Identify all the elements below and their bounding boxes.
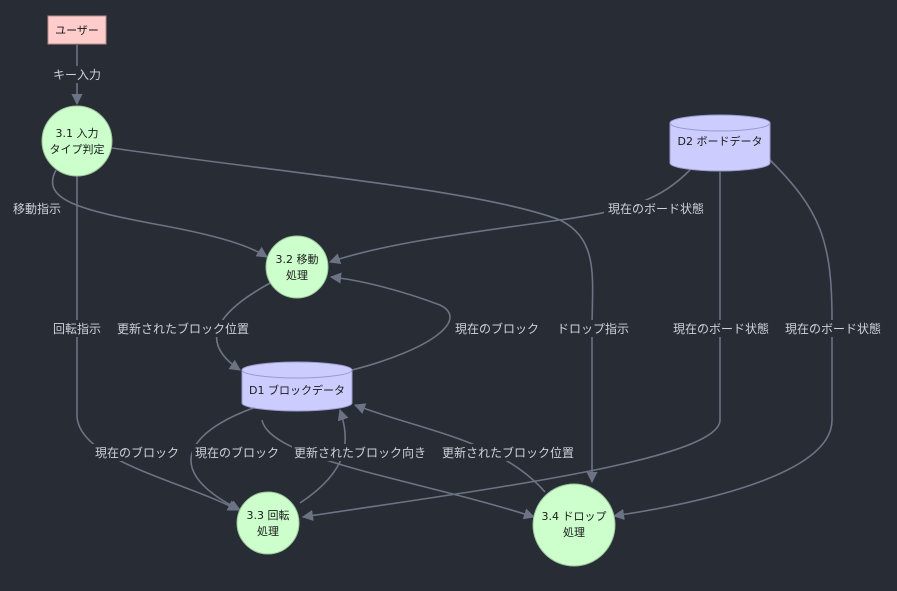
process-3-4[interactable]: 3.4 ドロップ 処理 (532, 483, 616, 567)
edge-label-bg-current-block-3 (192, 444, 282, 461)
process-3-4-label-line2: 処理 (563, 526, 585, 539)
process-3-4-circle (532, 483, 616, 567)
process-3-2-label-line1: 3.2 移動 (276, 252, 319, 266)
edge-label-bg-updated-block-direction (292, 444, 428, 461)
data-store-d1-body (241, 370, 353, 412)
edge-label-current-board-state-1: 現在のボード状態 (608, 201, 704, 216)
process-3-2[interactable]: 3.2 移動 処理 (265, 235, 329, 299)
edge-label-updated-block-position-2: 更新されたブロック位置 (442, 445, 574, 460)
edge-label-updated-block-position-1: 更新されたブロック位置 (117, 321, 249, 336)
edge-label-bg-drop-instruction (555, 320, 631, 337)
edge-label-bg-current-board-state-1 (604, 200, 708, 217)
process-3-3[interactable]: 3.3 回転 処理 (236, 491, 300, 555)
edge-label-bg-current-block-1 (452, 320, 542, 337)
edge-label-bg-updated-block-position-2 (440, 444, 576, 461)
edge-move-instruction (51, 169, 268, 258)
process-3-4-label-line1: 3.4 ドロップ (542, 510, 607, 523)
process-3-1-label-line1: 3.1 入力 (56, 127, 99, 140)
edge-drop-instruction (111, 147, 598, 484)
edge-rotate-instruction (76, 176, 239, 511)
edge-label-current-board-state-2: 現在のボード状態 (673, 321, 769, 336)
edge-current-board-state-2 (301, 172, 721, 522)
process-3-1-label-line2: タイプ判定 (50, 142, 105, 156)
edge-label-drop-instruction: ドロップ指示 (557, 321, 629, 336)
external-entity-user[interactable]: ユーザー (47, 15, 107, 45)
process-3-2-label-line2: 処理 (286, 269, 308, 282)
edge-label-bg-rotate-instruction (50, 320, 104, 337)
edge-label-bg-updated-block-position-1 (115, 320, 251, 337)
process-3-3-circle (236, 491, 300, 555)
data-store-d2-body (669, 123, 771, 172)
edge-current-board-state-1 (328, 169, 691, 265)
data-store-d1[interactable]: D1 ブロックデータ (241, 361, 353, 412)
edge-current-block-1 (329, 272, 451, 371)
edge-current-block-3 (261, 419, 536, 520)
edges (51, 45, 833, 522)
process-3-2-circle (265, 235, 329, 299)
process-3-1-circle (41, 105, 113, 177)
edge-label-key-input: キー入力 (53, 68, 101, 82)
edge-label-bg-current-board-state-3 (782, 320, 884, 337)
edge-label-current-board-state-3: 現在のボード状態 (785, 321, 881, 336)
edge-label-bg-key-input (50, 66, 104, 83)
edge-label-bg-current-block-2 (92, 444, 182, 461)
edge-updated-block-position-2 (353, 403, 546, 493)
edge-label-current-block-1: 現在のブロック (455, 321, 539, 336)
edge-labels: キー入力 移動指示 現在のボード状態 回転指示 更新されたブロック位置 現在のブ… (10, 66, 884, 461)
edge-label-updated-block-direction: 更新されたブロック向き (294, 445, 426, 460)
process-3-1[interactable]: 3.1 入力 タイプ判定 (41, 105, 113, 177)
data-store-d1-top (241, 361, 353, 379)
external-entity-user-box (47, 15, 107, 45)
edge-label-bg-current-board-state-2 (670, 320, 772, 337)
nodes: ユーザー 3.1 入力 タイプ判定 3.2 移動 処理 3.3 回転 処理 3.… (41, 15, 771, 567)
data-store-d1-label: D1 ブロックデータ (249, 383, 345, 397)
edge-label-current-block-3: 現在のブロック (195, 445, 279, 460)
process-3-3-label-line2: 処理 (257, 525, 279, 538)
edge-current-board-state-3 (612, 159, 833, 521)
data-store-d2[interactable]: D2 ボードデータ (669, 114, 771, 172)
external-entity-user-label: ユーザー (55, 24, 99, 37)
edge-label-current-block-2: 現在のブロック (95, 445, 179, 460)
edge-label-move-instruction: 移動指示 (13, 201, 61, 216)
process-3-3-label-line1: 3.3 回転 (247, 509, 290, 522)
data-store-d2-top (669, 114, 771, 132)
edge-label-rotate-instruction: 回転指示 (53, 321, 101, 336)
data-store-d2-label: D2 ボードデータ (678, 134, 763, 148)
edge-label-bg-move-instruction (10, 200, 64, 217)
